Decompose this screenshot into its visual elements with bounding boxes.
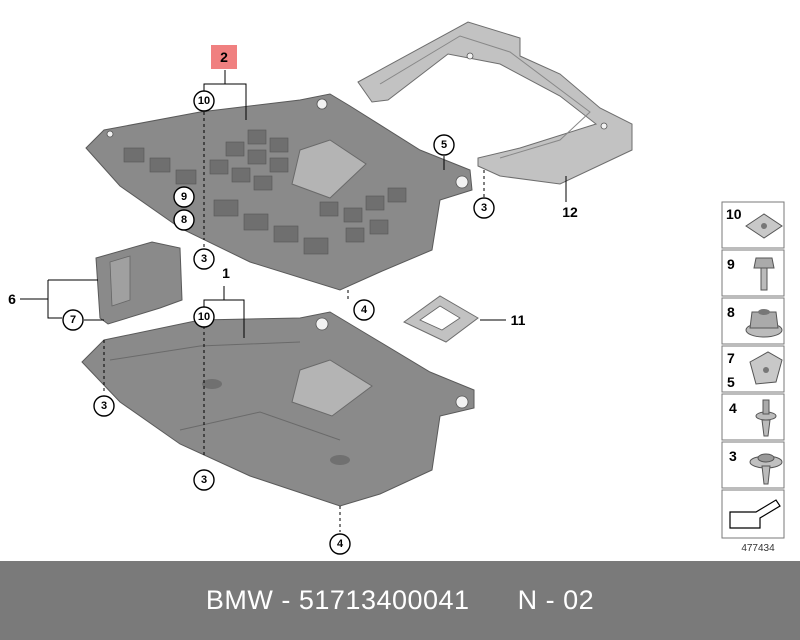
- diagram-reference: 477434: [741, 543, 775, 554]
- svg-text:4: 4: [361, 304, 368, 316]
- footer-brand: BMW: [205, 585, 274, 615]
- leader-lines: [20, 70, 567, 532]
- callout-5[interactable]: 5: [433, 134, 455, 156]
- holder-part-11: [403, 295, 479, 343]
- svg-text:8: 8: [181, 214, 187, 226]
- callout-3-d[interactable]: 3: [193, 469, 215, 491]
- frame-part-12: [357, 21, 633, 185]
- svg-text:10: 10: [198, 95, 210, 107]
- bracket-part-6: [95, 241, 183, 325]
- fastener-row-3-label: 8: [727, 304, 735, 320]
- svg-text:5: 5: [441, 139, 447, 151]
- bolt-icon: [753, 257, 775, 291]
- direction-arrow-icon: [729, 499, 781, 529]
- svg-text:9: 9: [181, 191, 187, 203]
- upper-panel-ribs: [123, 129, 407, 255]
- svg-text:4: 4: [337, 538, 344, 550]
- fastener-row-5-label: 4: [729, 400, 737, 416]
- parts-diagram: 2 1 6 11 12 10 9 8 3 5 3 4 10 7 3: [8, 21, 785, 555]
- screw-icon: [755, 399, 777, 437]
- svg-text:10: 10: [198, 311, 210, 323]
- callout-3-a[interactable]: 3: [193, 248, 215, 270]
- svg-text:3: 3: [101, 400, 107, 412]
- callout-12-label[interactable]: 12: [562, 204, 578, 220]
- fastener-row-4-label-b: 5: [727, 374, 735, 390]
- lower-panel-part-1: [81, 311, 475, 507]
- footer-separator: -: [273, 585, 299, 615]
- svg-text:3: 3: [201, 253, 207, 265]
- callout-2-label: 2: [220, 49, 228, 65]
- hex-nut-icon: [745, 309, 783, 338]
- fastener-row-2-label: 9: [727, 256, 735, 272]
- callout-2[interactable]: 2: [211, 45, 237, 69]
- callout-11-label[interactable]: 11: [511, 312, 526, 328]
- footer-variant: N - 02: [517, 585, 595, 615]
- callout-8[interactable]: 8: [173, 209, 195, 231]
- callout-7[interactable]: 7: [62, 309, 84, 331]
- callout-1-label[interactable]: 1: [222, 265, 230, 281]
- callout-3-c[interactable]: 3: [93, 395, 115, 417]
- spring-clip-icon: [749, 351, 783, 385]
- footer-bar: BMW - 51713400041 N - 02: [0, 561, 800, 640]
- footer-part-number: 51713400041: [298, 585, 470, 615]
- svg-text:7: 7: [70, 314, 76, 326]
- fastener-row-6-label: 3: [729, 448, 737, 464]
- footer-gap: [470, 585, 518, 616]
- svg-text:3: 3: [201, 474, 207, 486]
- callout-6-label[interactable]: 6: [8, 291, 16, 307]
- callout-10-upper[interactable]: 10: [193, 90, 215, 112]
- fastener-panel: 10 9 8 7 5 4 3: [721, 201, 785, 554]
- callout-4-b[interactable]: 4: [329, 533, 351, 555]
- washer-screw-icon: [749, 453, 783, 485]
- callout-9[interactable]: 9: [173, 186, 195, 208]
- fastener-row-4-label-a: 7: [727, 350, 735, 366]
- clip-nut-icon: [745, 213, 783, 239]
- svg-text:3: 3: [481, 202, 487, 214]
- callout-10-lower[interactable]: 10: [193, 306, 215, 328]
- callout-4-a[interactable]: 4: [353, 299, 375, 321]
- callout-3-b[interactable]: 3: [473, 197, 495, 219]
- upper-panel-part-2: [85, 93, 473, 291]
- fastener-row-1-label: 10: [726, 206, 742, 222]
